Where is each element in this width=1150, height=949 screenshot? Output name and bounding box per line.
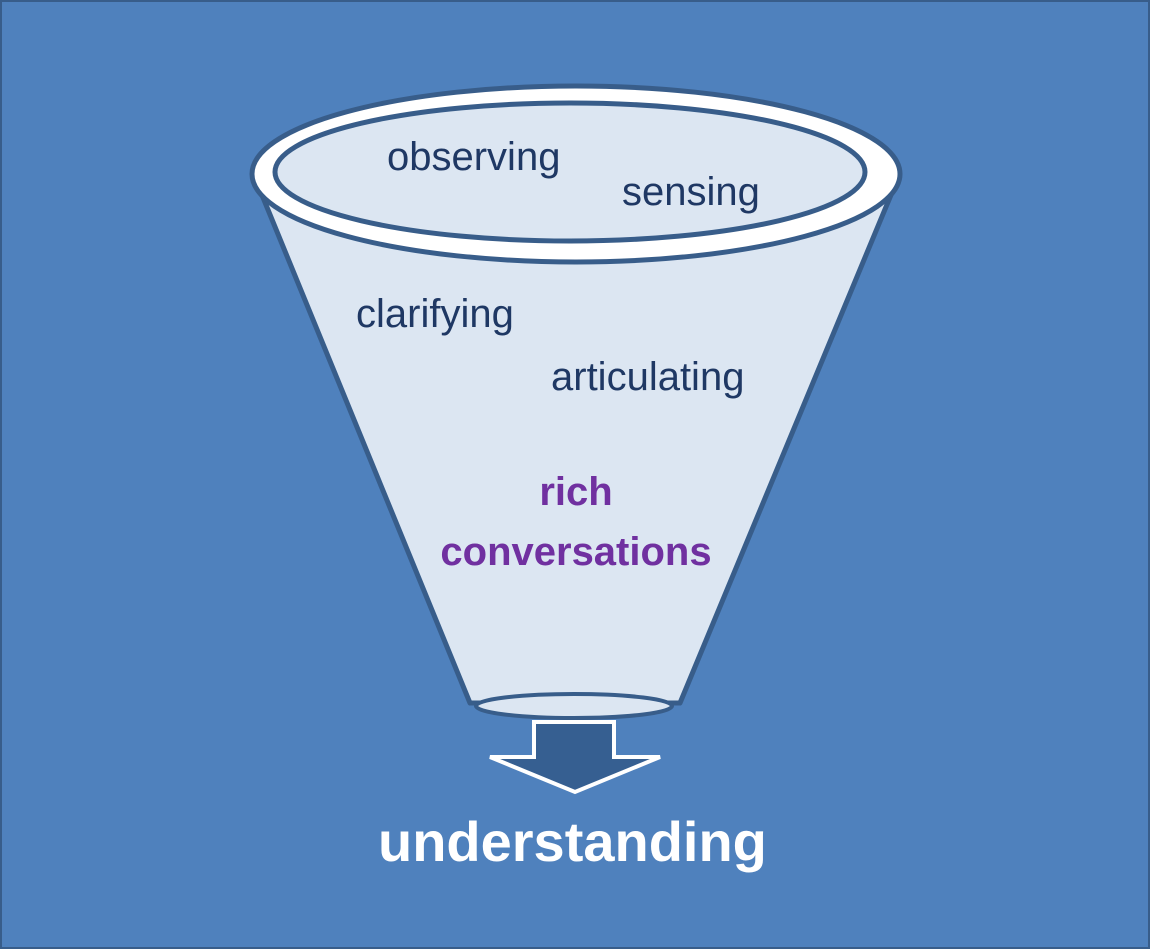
down-arrow-icon: [489, 720, 661, 795]
funnel-spout: [474, 692, 674, 720]
label-clarifying: clarifying: [356, 292, 514, 336]
label-observing: observing: [387, 135, 561, 179]
funnel-rim-inner: [272, 100, 868, 244]
label-conversations: conversations: [440, 530, 712, 574]
label-articulating: articulating: [551, 355, 745, 399]
label-rich: rich: [539, 470, 613, 514]
label-understanding: understanding: [378, 810, 767, 873]
label-sensing: sensing: [622, 170, 760, 214]
